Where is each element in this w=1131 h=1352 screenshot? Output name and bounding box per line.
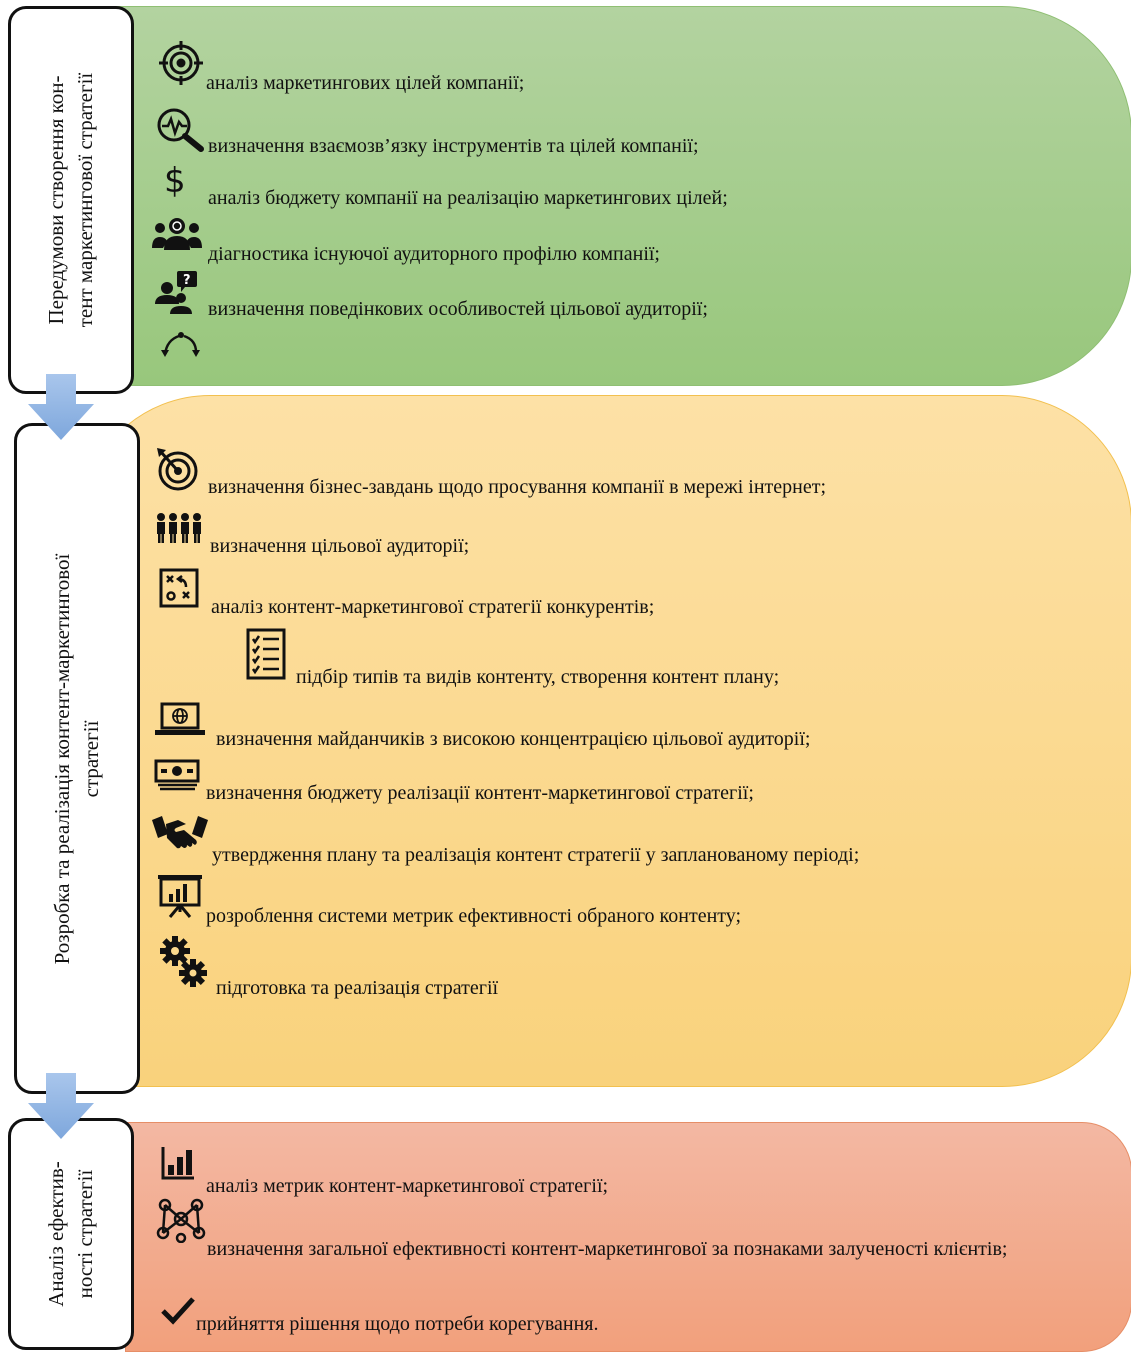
stage-2-label-box: Розробка та реалізація контент-маркетинг… <box>14 423 140 1094</box>
stage-2-item-1: визначення бізнес-завдань щодо просуванн… <box>208 476 827 498</box>
group-icon <box>157 513 201 543</box>
checklist-icon <box>246 628 286 680</box>
stage-2-item-9: підготовка та реалізація стратегії <box>216 977 499 999</box>
stage-1-item-1: аналіз маркетингових цілей компанії; <box>206 72 525 94</box>
stage-1-item-4: діагностика існуючої аудиторного профілю… <box>208 243 660 265</box>
stage-1-label-box: Передумови створення кон- тент маркетинг… <box>8 6 134 394</box>
bullseye-icon <box>157 448 198 491</box>
presentation-chart-icon <box>158 875 202 918</box>
checkmark-icon <box>161 1297 195 1325</box>
stage-2-label: Розробка та реалізація контент-маркетинг… <box>50 553 103 964</box>
stage-1-item-3: аналіз бюджету компанії на реалізацію ма… <box>208 187 728 209</box>
svg-text:?: ? <box>183 273 191 288</box>
target-icon <box>159 41 203 85</box>
stage-2-item-3: аналіз контент-маркетингової стратегії к… <box>211 596 655 618</box>
stage-1-panel <box>70 6 1131 386</box>
stage-3-item-3: прийняття рішення щодо потреби корегуван… <box>196 1313 599 1335</box>
stage-1-label: Передумови створення кон- тент маркетинг… <box>44 72 97 328</box>
stage-2-item-2: визначення цільової аудиторії; <box>210 535 470 557</box>
stage-3-item-1: аналіз метрик контент-маркетингової стра… <box>206 1175 609 1197</box>
handshake-icon <box>152 816 208 849</box>
svg-text:$: $ <box>164 161 186 200</box>
strategy-board-icon <box>159 568 199 608</box>
cycle-arrows-icon <box>161 332 200 357</box>
stage-3-label: Аналіз ефектив- ності стратегії <box>44 1161 97 1307</box>
laptop-globe-icon <box>155 702 205 735</box>
stage-3-panel <box>125 1122 1131 1352</box>
bar-chart-icon <box>161 1147 194 1180</box>
stage-2-item-4: підбір типів та видів контенту, створенн… <box>296 666 780 688</box>
stage-3-item-2: визначення загальної ефективності контен… <box>207 1238 1008 1260</box>
stage-1-item-2: визначення взаємозв’язку інструментів та… <box>208 135 699 157</box>
gears-icon <box>160 936 207 987</box>
stage-2-item-5: визначення майданчиків з високою концент… <box>216 728 811 750</box>
audience-icon <box>152 218 202 250</box>
stage-3-label-box: Аналіз ефектив- ності стратегії <box>8 1118 134 1350</box>
dollar-icon: $ <box>164 161 186 200</box>
stage-2-item-6: визначення бюджету реалізації контент-ма… <box>206 782 754 804</box>
down-arrow-1 <box>28 374 94 440</box>
people-question-icon: ? <box>155 271 197 314</box>
stage-2-panel <box>80 395 1131 1087</box>
stage-2-item-8: розроблення системи метрик ефективності … <box>206 905 742 927</box>
network-icon <box>156 1198 206 1243</box>
stage-1-item-5: визначення поведінкових особливостей ціл… <box>208 298 708 320</box>
money-icon <box>154 759 200 791</box>
down-arrow-2 <box>28 1073 94 1139</box>
stage-2-item-7: утвердження плану та реалізація контент … <box>212 844 860 866</box>
magnifier-pulse-icon <box>157 108 204 152</box>
